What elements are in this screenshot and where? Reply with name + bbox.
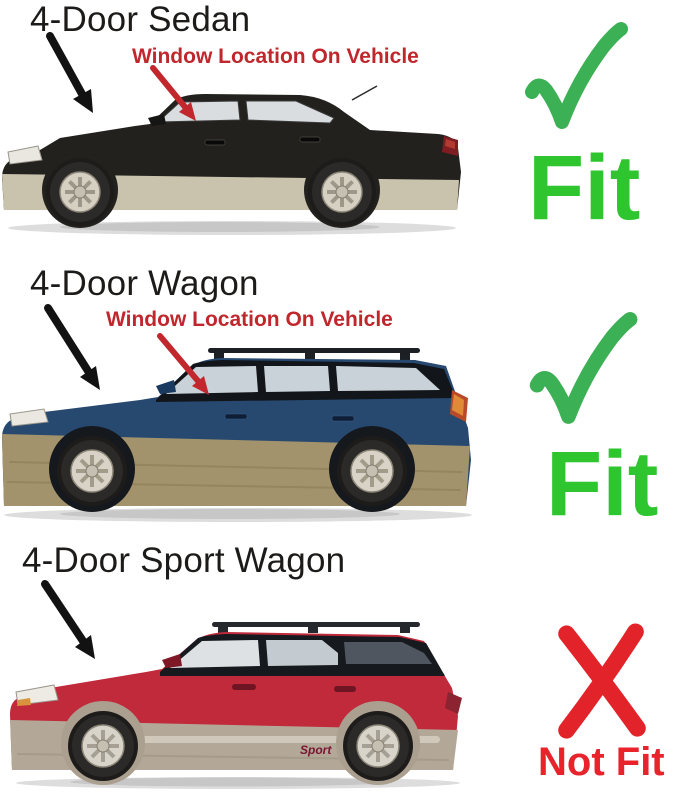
sport-wagon-car-image: Sport: [10, 622, 462, 789]
rear-door-window: [264, 366, 330, 392]
roof-rail-foot: [218, 627, 228, 633]
roof-rail-foot: [400, 627, 410, 633]
rear-door-window: [266, 640, 338, 666]
taillight: [445, 692, 462, 714]
section-title-sport-wagon: 4-Door Sport Wagon: [22, 541, 346, 580]
front-wheel: [68, 711, 138, 781]
roof-rail-foot: [400, 353, 410, 360]
roof-rail-foot: [308, 627, 318, 633]
rear-wheel: [308, 158, 376, 226]
car-shadow-core: [60, 509, 400, 519]
front-door-handle: [204, 139, 226, 146]
antenna: [351, 85, 378, 101]
car-shadow-core: [70, 777, 390, 787]
roof-rail-foot: [214, 353, 224, 360]
front-door-window: [170, 640, 260, 668]
fit-label: Fit: [546, 433, 659, 535]
rear-door-window: [245, 100, 335, 124]
section-title-wagon: 4-Door Wagon: [30, 264, 259, 303]
front-door-window: [166, 366, 258, 394]
side-mirror: [162, 654, 182, 668]
cargo-window: [336, 366, 440, 391]
fit-check-icon: [525, 22, 628, 129]
headlight: [7, 145, 43, 165]
headlight: [9, 408, 49, 427]
rear-door-handle: [334, 686, 356, 692]
roof-rail-foot: [305, 353, 315, 360]
window-location-label-sedan: Window Location On Vehicle: [132, 45, 419, 68]
roof-rail: [208, 348, 420, 353]
section-title-sedan: 4-Door Sedan: [30, 0, 251, 39]
wagon-car-image: [2, 348, 472, 522]
corner-signal-light: [17, 698, 31, 706]
front-wheel: [46, 158, 114, 226]
sedan-car-image: [2, 85, 461, 235]
rear-wheel: [337, 436, 407, 506]
side-mirror: [148, 114, 166, 126]
fit-label: Fit: [528, 137, 641, 239]
taillight-glow: [445, 139, 455, 149]
rear-wheel: [343, 711, 413, 781]
window-location-label-wagon: Window Location On Vehicle: [106, 308, 393, 331]
sport-decal: Sport: [300, 743, 332, 757]
rear-door-handle: [299, 136, 321, 143]
rear-door-handle: [331, 415, 355, 422]
taillight-glow: [452, 394, 464, 416]
front-door-handle: [224, 413, 248, 420]
not-fit-cross-icon: [558, 623, 646, 739]
roof-rail: [212, 622, 420, 627]
not-fit-label: Not Fit: [538, 740, 665, 784]
fit-check-icon: [529, 312, 638, 424]
cargo-window: [344, 642, 432, 664]
front-door-handle: [232, 684, 256, 690]
front-wheel: [57, 436, 127, 506]
car-shadow-core: [60, 222, 380, 232]
